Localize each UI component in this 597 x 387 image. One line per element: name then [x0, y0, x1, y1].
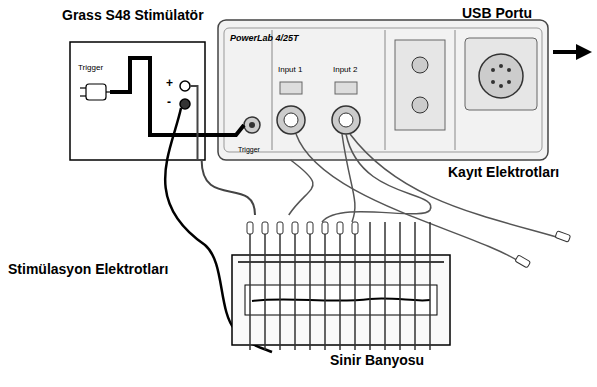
powerlab-box: PowerLab 4/25T Input 1 Input 2 Trigger: [218, 20, 548, 160]
electrode-rods: [247, 222, 430, 350]
i2c-panel: [465, 38, 537, 110]
electrode-rod: [414, 222, 416, 350]
electrode-rod: [324, 222, 326, 350]
panel-divider: [455, 30, 456, 150]
range-indicator: [335, 82, 357, 94]
port-label: Input 1: [278, 66, 302, 75]
electrode-rod: [279, 222, 281, 350]
powerlab-panel: [224, 28, 542, 152]
port-caption: USB Portu: [462, 6, 532, 21]
terminal-plus: [180, 81, 190, 91]
electrode-clip: [337, 222, 343, 234]
recording-wire: [322, 134, 431, 222]
recording-wire: [342, 134, 355, 222]
trigger-port: [244, 117, 260, 133]
power-plug: [80, 84, 110, 100]
electrode-clip: [352, 222, 358, 234]
stim-wire-plus: [190, 86, 198, 160]
trigger-cable: [205, 133, 218, 137]
recording-wire: [289, 160, 313, 215]
usb-arrowhead: [576, 44, 592, 60]
stimulator-box: Grass S48 StimülatörTrigger+-: [70, 42, 205, 160]
output-panel: [395, 40, 445, 130]
nerve-bath-box: Sinir Banyosu: [228, 215, 453, 350]
range-indicator: [280, 82, 302, 94]
recording-wire: [350, 134, 560, 238]
electrode-clip: [262, 222, 268, 234]
input-port: [284, 113, 298, 127]
trigger-cable: [218, 125, 244, 135]
electrode-rod: [354, 222, 356, 350]
input-port: [277, 106, 305, 134]
electrode-clip: [247, 222, 253, 234]
electrode-rod: [429, 222, 431, 350]
recording-wire: [296, 134, 520, 262]
electrode-clip: [322, 222, 328, 234]
input-port: [332, 106, 360, 134]
electrode-rail: [238, 261, 444, 263]
electrode-rod: [294, 222, 296, 350]
alligator-clip: [515, 255, 531, 268]
bath-title: Sinir Banyosu: [330, 353, 424, 368]
stimulation-wire: [202, 160, 255, 215]
terminal-label: +: [166, 77, 173, 90]
usb-arrow: [553, 50, 578, 54]
electrode-caption: Stimülasyon Elektrotları: [8, 262, 168, 277]
trigger-cable: [110, 58, 205, 135]
electrode-rod: [309, 222, 311, 350]
electrode-rod: [399, 222, 401, 350]
port-label: Trigger: [238, 146, 260, 154]
electrode-rod: [369, 222, 371, 350]
electrode-clip: [292, 222, 298, 234]
electrode-clip: [307, 222, 313, 234]
electrode-rod: [384, 222, 386, 350]
electrode-rod: [249, 222, 251, 350]
electrode-clip: [277, 222, 283, 234]
device-title: Grass S48 Stimülatör: [62, 8, 204, 23]
electrode-rod: [264, 222, 266, 350]
electrode-rod: [339, 222, 341, 350]
i2c-port: [479, 54, 523, 98]
device-model: PowerLab 4/25T: [230, 34, 299, 44]
terminal-minus: [180, 99, 190, 109]
terminal-label: -: [167, 96, 171, 109]
input-port: [339, 113, 353, 127]
powerlab-housing: [218, 20, 548, 160]
stimulator-housing: [70, 42, 205, 160]
trigger-port: [249, 122, 255, 128]
nerve: [252, 299, 430, 301]
port-label: Input 2: [333, 66, 357, 75]
port-label: Trigger: [78, 64, 103, 73]
bath-chamber: [245, 285, 437, 315]
panel-divider: [272, 30, 273, 150]
panel-divider: [385, 30, 386, 150]
port-pins: [491, 64, 511, 88]
output-port: [412, 57, 428, 73]
electrode-caption: Kayıt Elektrotları: [448, 165, 559, 180]
output-port: [412, 97, 428, 113]
alligator-clip: [555, 231, 571, 242]
